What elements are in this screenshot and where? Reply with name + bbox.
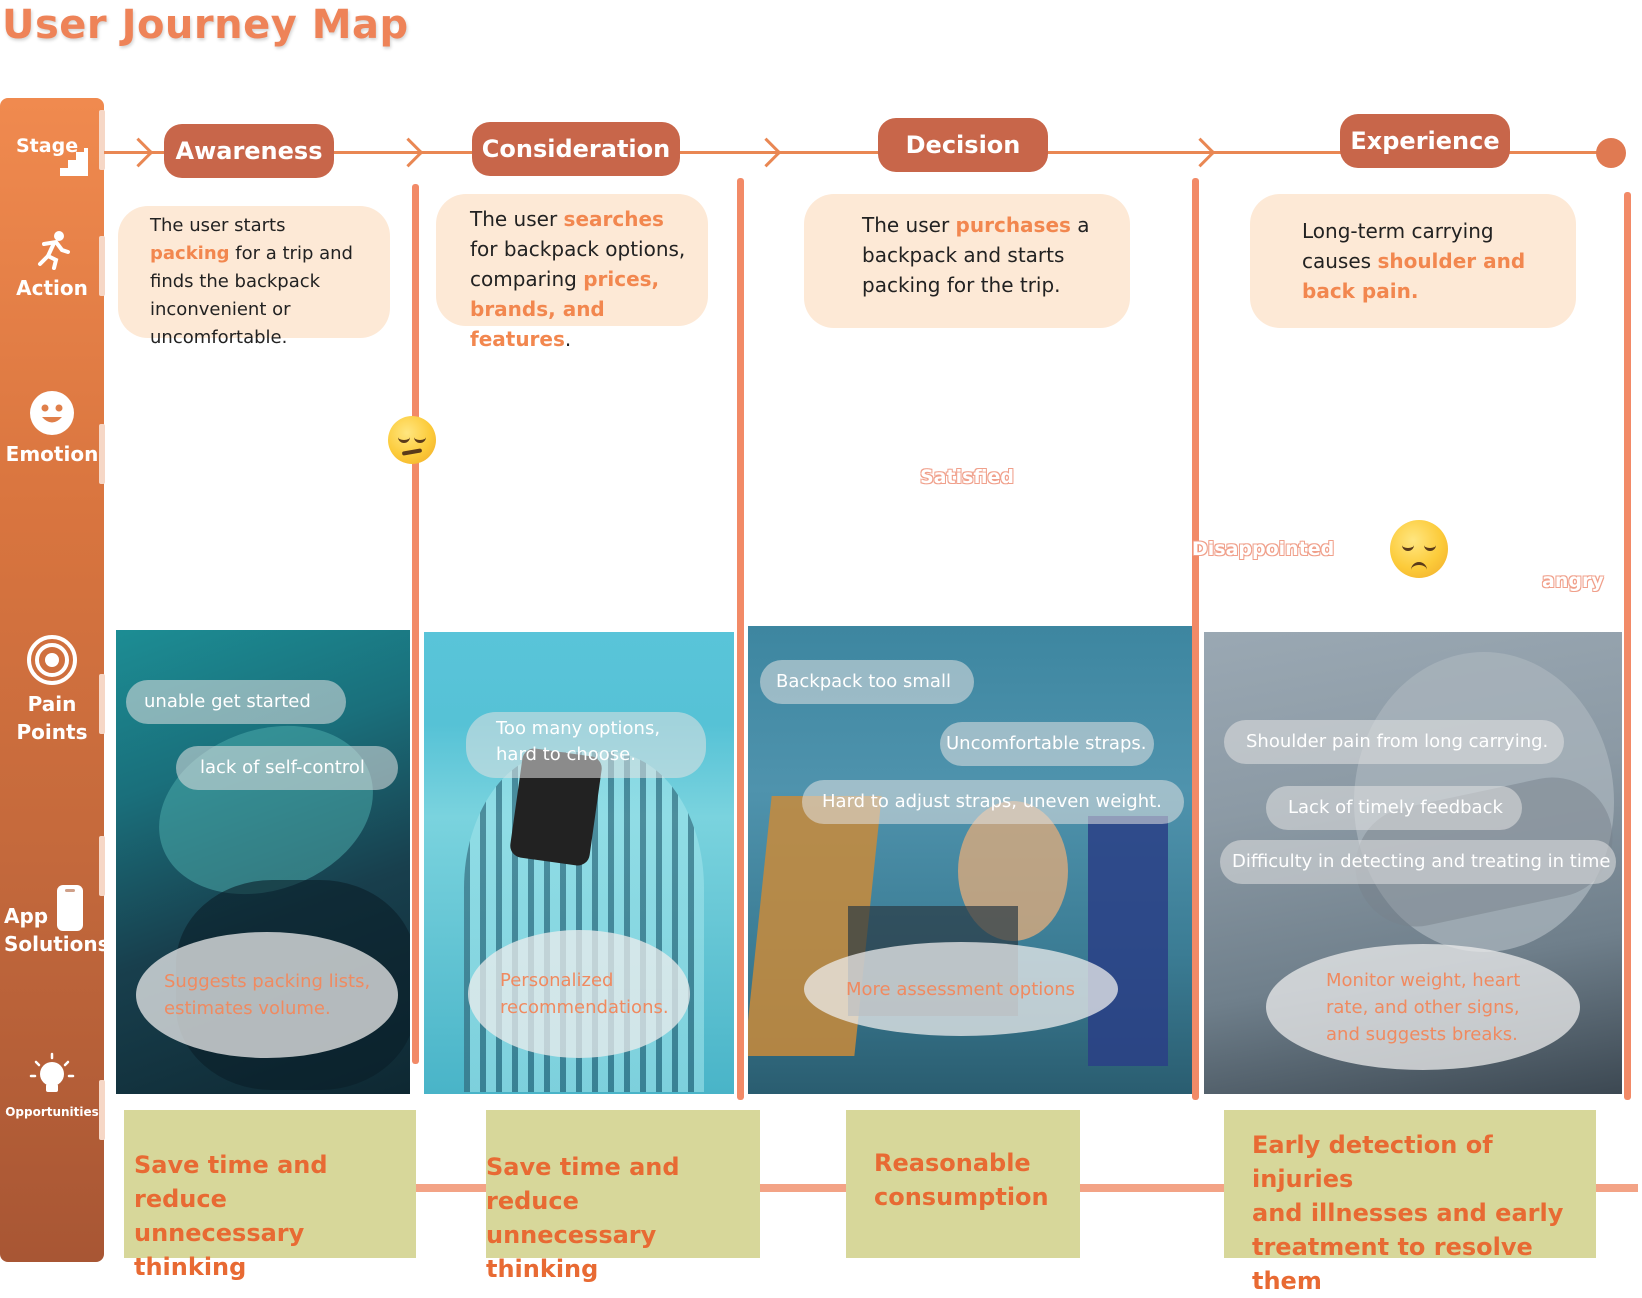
row-label-text: Opportunities bbox=[5, 1105, 99, 1119]
row-label-app-solutions: App Solutions bbox=[0, 884, 110, 958]
pain-point-chip: Backpack too small bbox=[760, 660, 974, 704]
running-person-icon bbox=[38, 231, 70, 270]
row-label-action: Action bbox=[0, 230, 104, 302]
row-label-text: Points bbox=[16, 720, 88, 744]
action-text: . bbox=[564, 327, 572, 351]
opportunity-text: Save time and reduce bbox=[486, 1153, 680, 1215]
pain-point-chip: unable get started bbox=[126, 680, 346, 724]
emotion-angry: angry bbox=[1542, 570, 1604, 592]
action-highlight: prices, brands, and features bbox=[470, 267, 660, 351]
pain-point-chip: Hard to adjust straps, uneven weight. bbox=[802, 780, 1184, 824]
row-label-text: Solutions bbox=[4, 932, 110, 956]
row-label-text: Pain bbox=[27, 692, 77, 716]
action-text: The user starts bbox=[150, 215, 286, 236]
solution-text: Personalized bbox=[500, 970, 614, 991]
stairs-icon bbox=[60, 148, 88, 176]
sidebar-divider bbox=[99, 1080, 105, 1140]
row-label-pain-points: Pain Points bbox=[0, 634, 104, 746]
opportunity-text: unnecessary thinking bbox=[134, 1219, 305, 1281]
stage-timeline bbox=[104, 151, 1624, 154]
emotion-disappointed: Disappointed bbox=[1192, 538, 1335, 560]
column-divider bbox=[737, 178, 744, 1100]
action-decision: The user purchases a backpack and starts… bbox=[804, 194, 1130, 328]
opportunity-consideration: Save time and reduce unnecessary thinkin… bbox=[486, 1110, 760, 1283]
solution-text: Suggests packing lists, bbox=[164, 971, 371, 992]
sidebar-divider bbox=[99, 674, 105, 734]
timeline-end-dot bbox=[1596, 138, 1626, 168]
sidebar-divider bbox=[99, 836, 105, 896]
action-highlight: searches bbox=[563, 207, 664, 231]
thinking-face-icon bbox=[388, 416, 436, 464]
action-text: a backpack and starts packing for the tr… bbox=[862, 213, 1090, 297]
action-experience: Long-term carrying causes shoulder and b… bbox=[1250, 194, 1576, 328]
stage-decision: Decision bbox=[878, 118, 1048, 172]
timeline-arrow-icon bbox=[123, 137, 154, 168]
opportunity-text: Early detection of injuries bbox=[1252, 1131, 1493, 1193]
column-divider bbox=[412, 184, 419, 1064]
solution-decision: More assessment options bbox=[804, 942, 1118, 1036]
pain-point-chip: Lack of timely feedback bbox=[1266, 786, 1522, 830]
action-highlight: packing bbox=[150, 243, 230, 264]
action-highlight: shoulder and back pain. bbox=[1302, 249, 1526, 303]
action-text: Long-term carrying causes bbox=[1302, 219, 1494, 273]
row-label-text: Action bbox=[16, 276, 88, 300]
phone-icon bbox=[57, 885, 83, 931]
action-highlight: purchases bbox=[955, 213, 1071, 237]
row-label-stage: Stage bbox=[0, 132, 104, 176]
smiley-face-icon bbox=[30, 391, 74, 435]
sidebar-divider bbox=[99, 424, 105, 484]
timeline-arrow-icon bbox=[1185, 137, 1216, 168]
sidebar-divider bbox=[99, 110, 105, 170]
solution-text: rate, and other signs, bbox=[1326, 996, 1520, 1018]
opportunity-text: unnecessary thinking bbox=[486, 1221, 657, 1283]
timeline-arrow-icon bbox=[393, 137, 424, 168]
stage-experience: Experience bbox=[1340, 114, 1510, 168]
solution-text: and suggests breaks. bbox=[1326, 1023, 1518, 1045]
action-text: for backpack options, comparing bbox=[470, 237, 686, 291]
stage-consideration: Consideration bbox=[472, 122, 680, 176]
pain-point-chip: lack of self-control bbox=[176, 746, 398, 790]
action-consideration: The user searches for backpack options, … bbox=[436, 194, 708, 351]
row-label-opportunities: Opportunities bbox=[0, 1052, 104, 1120]
opportunity-experience: Early detection of injuries and illnesse… bbox=[1224, 1110, 1596, 1295]
opportunity-text: and illnesses and early bbox=[1252, 1199, 1564, 1227]
solution-text: More assessment options bbox=[846, 978, 1076, 1000]
row-label-emotion: Emotion bbox=[0, 390, 104, 468]
sad-face-icon bbox=[1390, 520, 1448, 578]
action-text: for a trip and finds the backpack inconv… bbox=[150, 243, 353, 348]
pain-point-chip: Shoulder pain from long carrying. bbox=[1224, 720, 1564, 764]
pain-point-chip: Difficulty in detecting and treating in … bbox=[1220, 840, 1616, 884]
column-divider bbox=[1624, 192, 1631, 1100]
action-awareness: The user starts packing for a trip and f… bbox=[118, 206, 390, 348]
opportunity-text: treatment to resolve them bbox=[1252, 1233, 1533, 1295]
action-text: The user bbox=[470, 207, 564, 231]
opportunity-decision: Reasonable consumption bbox=[846, 1110, 1080, 1258]
solution-consideration: Personalized recommendations. bbox=[468, 930, 690, 1058]
solution-text: estimates volume. bbox=[164, 998, 331, 1019]
lightbulb-icon bbox=[29, 1052, 75, 1092]
solution-text: recommendations. bbox=[500, 997, 669, 1018]
row-label-text: Stage bbox=[16, 135, 79, 157]
page-title: User Journey Map bbox=[2, 2, 409, 48]
row-label-text: App bbox=[4, 904, 49, 928]
timeline-arrow-icon bbox=[751, 137, 782, 168]
column-divider bbox=[1192, 178, 1199, 1100]
emotion-satisfied: Satisfied bbox=[920, 466, 1014, 488]
opportunity-text: consumption bbox=[874, 1183, 1049, 1211]
action-text: The user bbox=[862, 213, 956, 237]
sidebar-divider bbox=[99, 236, 105, 296]
opportunity-text: Reasonable bbox=[874, 1149, 1031, 1177]
opportunity-awareness: Save time and reduce unnecessary thinkin… bbox=[124, 1110, 416, 1281]
solution-awareness: Suggests packing lists, estimates volume. bbox=[136, 932, 398, 1058]
solution-text: Monitor weight, heart bbox=[1326, 969, 1521, 991]
pain-point-chip: Uncomfortable straps. bbox=[940, 722, 1154, 766]
target-icon bbox=[27, 635, 77, 685]
row-label-text: Emotion bbox=[5, 442, 99, 466]
stage-awareness: Awareness bbox=[164, 124, 334, 178]
solution-experience: Monitor weight, heart rate, and other sig… bbox=[1266, 944, 1580, 1070]
opportunity-text: Save time and reduce bbox=[134, 1151, 328, 1213]
pain-point-chip: Too many options, hard to choose. bbox=[466, 712, 706, 778]
